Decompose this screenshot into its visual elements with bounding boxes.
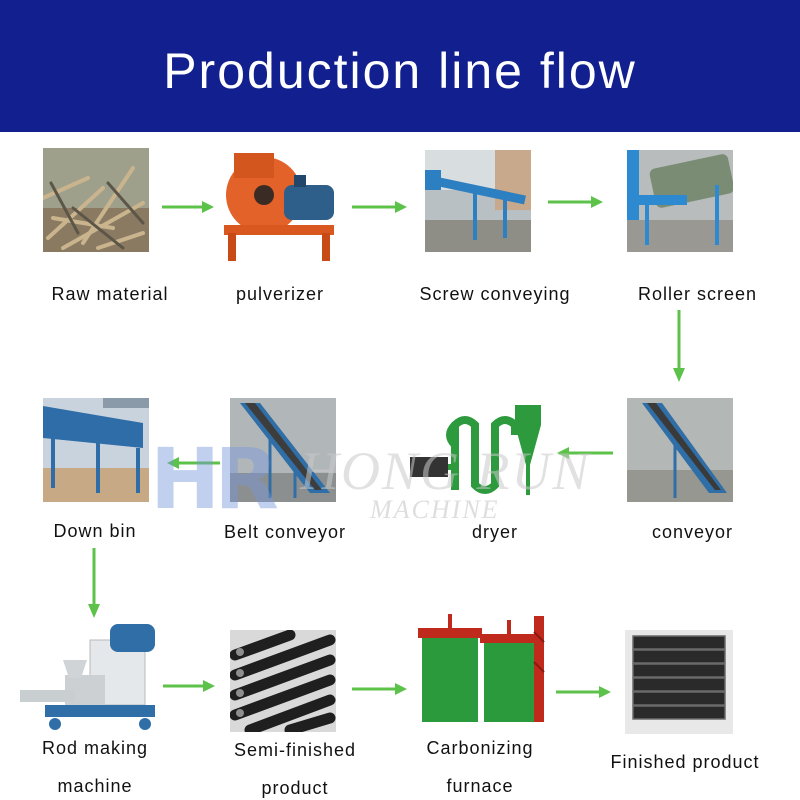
down-bin-image	[43, 398, 149, 502]
pulverizer-image	[214, 145, 346, 263]
screw-conveying-image	[425, 150, 531, 252]
label-screw-conveying: Screw conveying	[419, 284, 571, 304]
label-rod-making-line2: machine	[57, 776, 133, 796]
watermark-logo: HR	[150, 430, 279, 528]
raw-material-image	[43, 148, 149, 252]
arrow-right-icon	[556, 686, 611, 698]
label-belt-conveyor: Belt conveyor	[223, 522, 347, 542]
roller-screen-image	[627, 150, 733, 252]
label-rod-making-line1: Rod making	[41, 738, 149, 758]
label-carbonizing-line2: furnace	[446, 776, 514, 796]
semi-finished-product-image	[230, 630, 336, 732]
arrow-down-icon	[88, 548, 100, 618]
label-semi-finished-line2: product	[261, 778, 329, 798]
label-roller-screen: Roller screen	[637, 284, 758, 304]
arrow-right-icon	[548, 196, 603, 208]
belt-conveyor-image	[230, 398, 336, 502]
rod-making-machine-image	[15, 620, 160, 732]
label-carbonizing-line1: Carbonizing	[426, 738, 534, 758]
carbonizing-furnace-image	[414, 612, 550, 726]
label-raw-material: Raw material	[51, 284, 169, 304]
page-title: Production line flow	[163, 43, 637, 99]
conveyor-image	[627, 398, 733, 502]
label-down-bin: Down bin	[53, 521, 137, 541]
arrow-right-icon	[162, 201, 214, 213]
arrow-left-icon	[557, 447, 613, 459]
arrow-right-icon	[352, 201, 407, 213]
arrow-down-icon	[673, 310, 685, 382]
label-dryer: dryer	[471, 522, 518, 542]
watermark-text: HONG RUN	[300, 441, 591, 501]
watermark-subtext: MACHINE	[370, 495, 500, 524]
label-semi-finished-line1: Semi-finished	[233, 740, 357, 760]
dryer-image	[410, 395, 550, 505]
label-pulverizer: pulverizer	[235, 284, 325, 304]
finished-product-image	[625, 630, 733, 734]
label-finished-product: Finished product	[610, 752, 760, 772]
arrow-left-icon	[167, 457, 220, 469]
arrow-right-icon	[163, 680, 215, 692]
header-banner: Production line flow	[0, 0, 800, 132]
label-conveyor: conveyor	[651, 522, 734, 542]
arrow-right-icon	[352, 683, 407, 695]
